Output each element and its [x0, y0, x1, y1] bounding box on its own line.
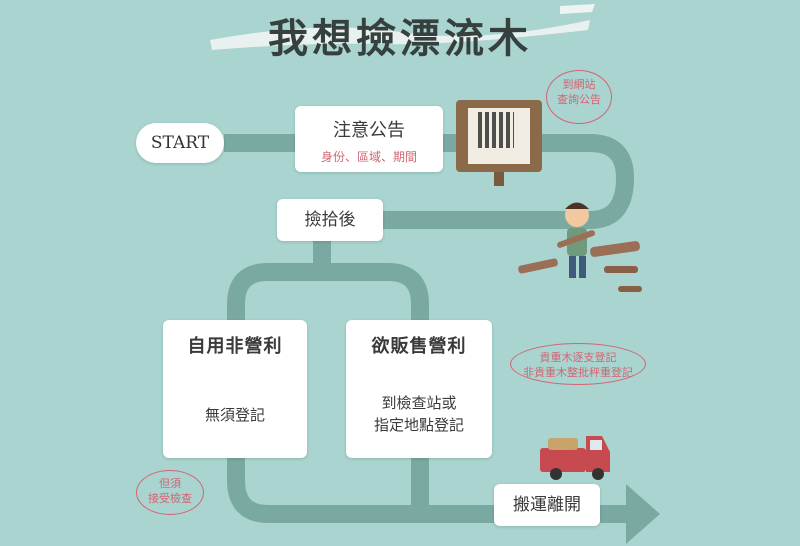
bubble-text: 但須 — [159, 477, 181, 490]
bubble-text: 接受檢查 — [148, 492, 192, 505]
register-bubble: 貴重木逐支登記 非貴重木整批秤重登記 — [510, 343, 646, 385]
sale-node: 欲販售營利 到檢查站或 指定地點登記 — [346, 320, 492, 458]
driftwood-icon — [518, 241, 642, 292]
pickup-node: 撿拾後 — [277, 199, 383, 241]
website-bubble: 到網站 查詢公告 — [546, 70, 612, 124]
notice-subtitle: 身份、區域、期間 — [320, 150, 417, 164]
bubble-text: 查詢公告 — [557, 93, 601, 106]
personal-use-node: 自用非營利 無須登記 — [163, 320, 307, 458]
person-icon — [557, 202, 595, 278]
bubble-text: 到網站 — [562, 78, 596, 91]
personal-use-body: 無須登記 — [204, 406, 265, 424]
notice-node: 注意公告 身份、區域、期間 — [295, 106, 443, 172]
sale-title: 欲販售營利 — [371, 336, 467, 357]
depart-node: 搬運離開 — [494, 484, 600, 526]
bubble-text: 非貴重木整批秤重登記 — [523, 366, 633, 379]
inspection-bubble: 但須 接受檢查 — [136, 470, 204, 515]
truck-icon — [540, 436, 610, 480]
bubble-text: 貴重木逐支登記 — [539, 351, 617, 364]
notice-title: 注意公告 — [333, 120, 405, 141]
qr-code-icon — [478, 112, 514, 148]
qr-code-sign-icon — [456, 100, 542, 186]
personal-use-title: 自用非營利 — [187, 336, 283, 357]
page-title: 我想撿漂流木 — [268, 15, 532, 62]
title-brush-decoration — [210, 4, 595, 50]
sale-body-line: 到檢查站或 — [381, 394, 457, 412]
sale-body-line: 指定地點登記 — [373, 416, 464, 434]
start-node: START — [136, 123, 224, 163]
arrow-head-icon — [626, 484, 660, 544]
sale-body: 到檢查站或 指定地點登記 — [346, 392, 492, 436]
